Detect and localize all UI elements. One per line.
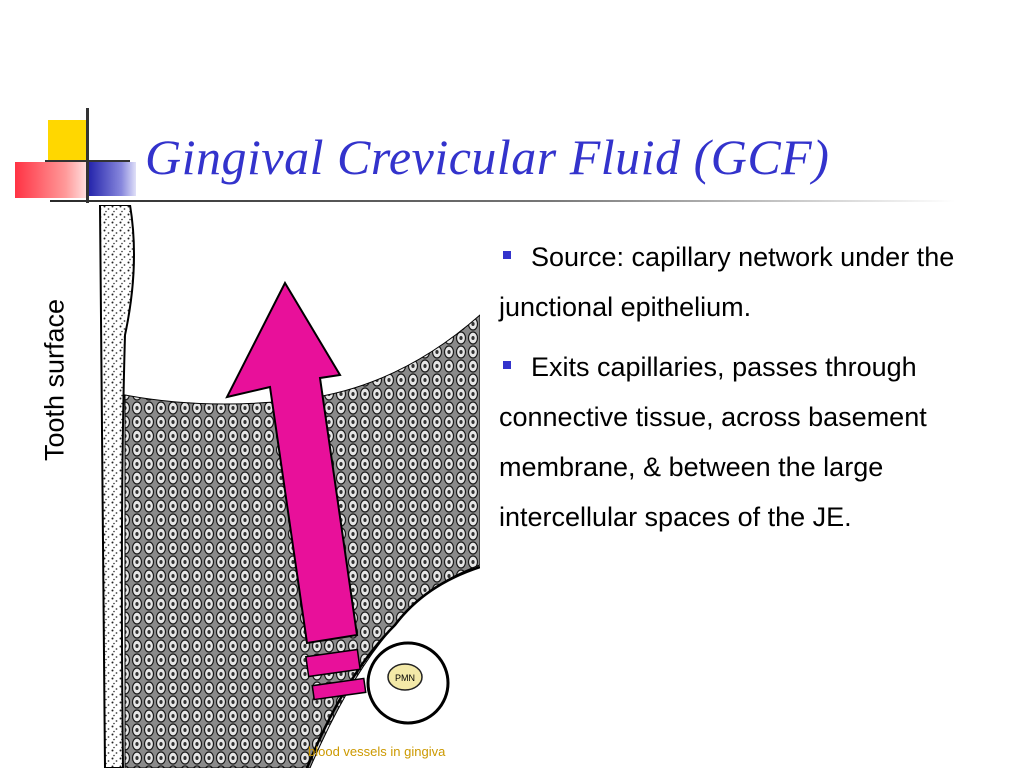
square-bullet-icon	[503, 251, 511, 259]
deco-blue-bar	[88, 162, 136, 196]
bullet-item: Exits capillaries, passes through connec…	[499, 342, 1004, 542]
figure-caption: blood vessels in gingiva	[308, 744, 446, 759]
arrow-tail-segment-1	[305, 648, 361, 678]
tooth-surface-strip	[98, 204, 135, 769]
bullet-text: Source: capillary network under the junc…	[499, 242, 955, 322]
deco-horizontal-line	[45, 160, 130, 162]
bullet-item: Source: capillary network under the junc…	[499, 232, 1004, 332]
tooth-surface-label: Tooth surface	[39, 298, 70, 462]
square-bullet-icon	[503, 361, 511, 369]
slide-title: Gingival Crevicular Fluid (GCF)	[145, 129, 830, 185]
histology-illustration: PMN	[95, 204, 481, 769]
deco-red-bar	[15, 162, 87, 198]
basement-membrane	[305, 565, 481, 769]
pmn-cell	[387, 663, 423, 691]
histology-svg: PMN	[98, 204, 481, 769]
title-underline	[50, 200, 955, 202]
pmn-label: PMN	[395, 673, 415, 683]
deco-yellow-square	[48, 120, 88, 165]
deco-vertical-line	[86, 108, 89, 203]
upward-arrow-icon	[225, 280, 359, 645]
bullet-text: Exits capillaries, passes through connec…	[499, 352, 927, 532]
bullet-list: Source: capillary network under the junc…	[499, 232, 1004, 552]
title-decoration	[0, 0, 140, 205]
arrow-tail-segment-2	[311, 677, 367, 701]
